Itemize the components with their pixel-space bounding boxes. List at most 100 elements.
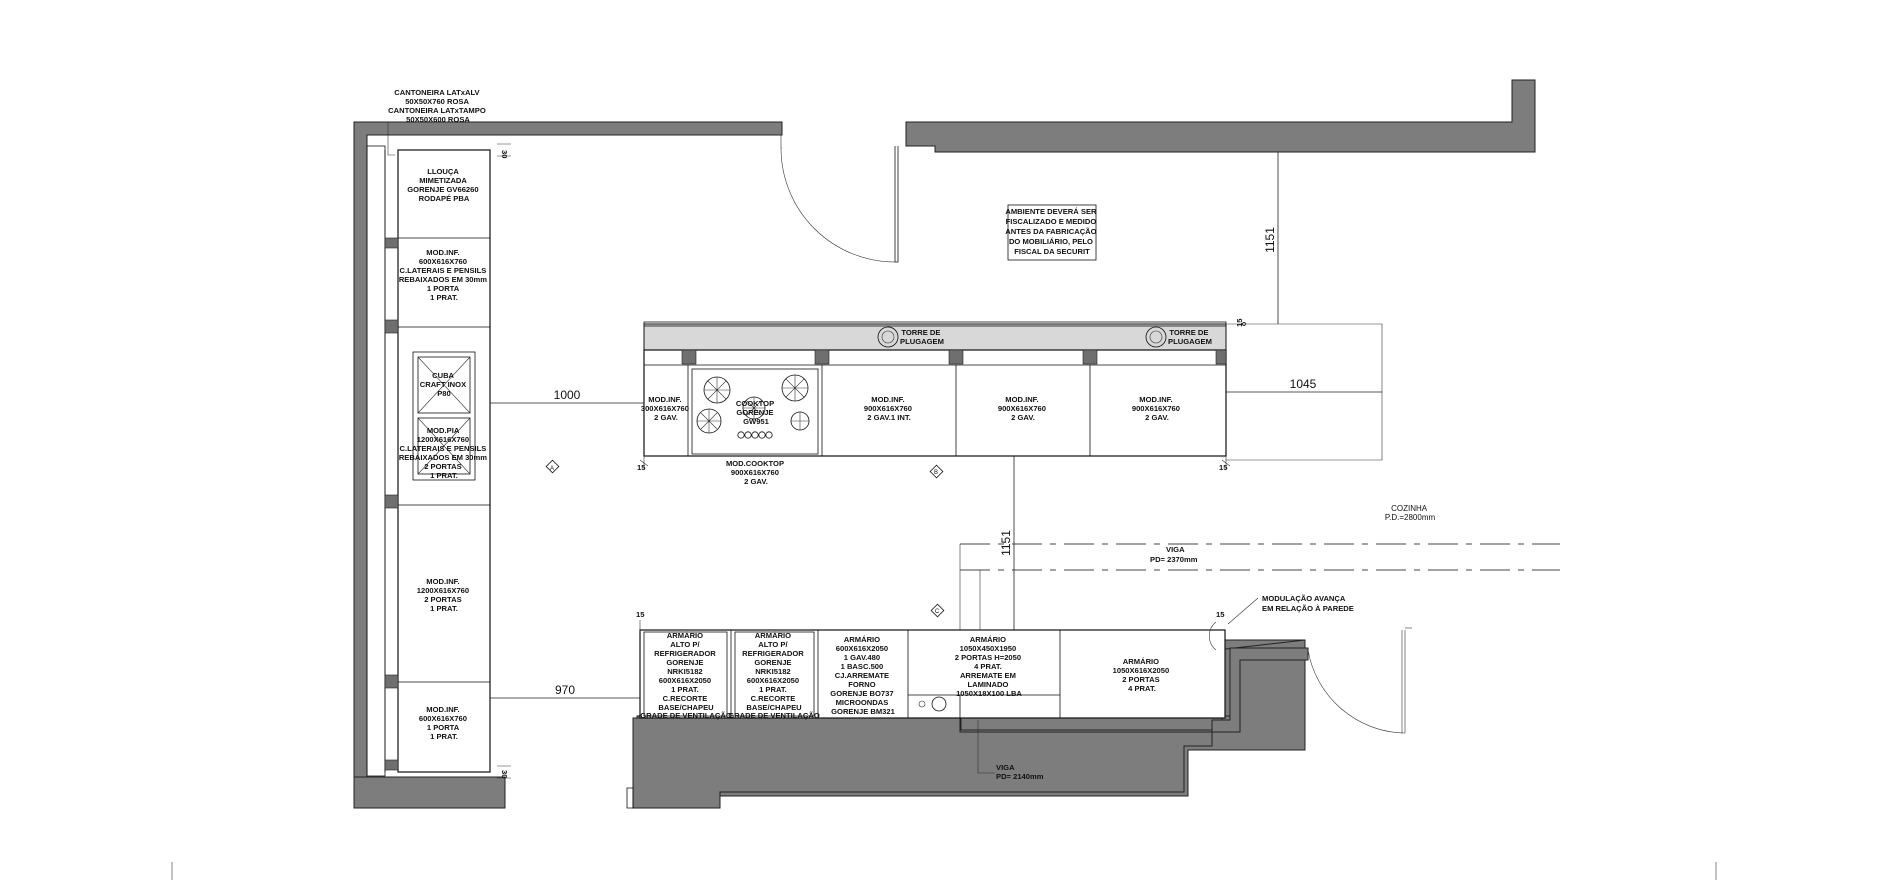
label-line: ALTO P/ [670,640,700,649]
label-line: MOD.INF. [1005,395,1038,404]
label-line: MICROONDAS [836,698,889,707]
left-plinth-5 [384,759,399,771]
island-tower-strip [643,323,1227,351]
label-line: GORENJE BO737 [830,689,893,698]
angle-note-line: CANTONEIRA LATxTAMPO [388,106,486,115]
label-line: REFRIGERADOR [742,649,804,658]
beam-left-edge [959,544,981,630]
room-label: COZINHA P.D.=2800mm [1385,504,1436,522]
dim-1151-top: 1151 [1263,227,1277,253]
label-line: RODAPÉ PBA [419,194,470,203]
dim-15-b: 15 [637,463,646,472]
label-line: 2 GAV. [654,413,678,422]
island: TORRE DE PLUGAGEM TORRE DE PLUGAGEM MOD.… [641,321,1383,486]
note-line: DO MOBILIÁRIO, PELO [1009,237,1093,246]
dim-1000: 1000 [554,388,581,402]
label-line: NRKI5182 [755,667,790,676]
label-line: 2 GAV.1 INT. [867,413,910,422]
label-line: MOD.INF. [1139,395,1172,404]
island-dividers [644,364,1226,456]
label-line: 4 PRAT. [1128,684,1156,693]
island-plinth-5 [1215,349,1227,365]
left-plinth-4 [384,674,399,689]
label-line: 1 PRAT. [430,732,458,741]
room-height: P.D.=2800mm [1385,513,1436,522]
label-line: 600X616X760 [419,257,467,266]
label-line: 1050X18X100 LBA [956,689,1022,698]
dimensions: 1000 970 1045 1151 1151 15 15 15 15 15 [490,152,1382,699]
section-markers: A B C [545,459,945,618]
label-line: 2 PORTAS [424,462,461,471]
label-island-mod-900-c: MOD.INF. 900X616X760 2 GAV. [1132,395,1182,422]
label-grade-2: GRADE DE VENTILAÇÃO [728,711,820,720]
angle-note-line: 50X50X760 ROSA [405,97,469,106]
label-left-mod-inf-3: MOD.INF. 600X616X760 1 PORTA 1 PRAT. [419,705,469,741]
label-line: GORENJE [666,658,703,667]
label-line: 1050X450X1950 [960,644,1017,653]
label-grade-1: GRADE DE VENTILAÇÃO [640,711,732,720]
left-run: CANTONEIRA LATxALV 50X50X760 ROSA CANTON… [366,88,511,778]
label-island-mod-300: MOD.INF. 300X616X760 2 GAV. [641,395,691,422]
beam-2-leader [977,720,995,774]
label-lavalouca: LLOUÇA MIMETIZADA GORENJE GV66260 RODAPÉ… [407,167,480,203]
marker-c-icon [930,603,945,618]
note-line: AMBIENTE DEVERÁ SER [1005,207,1097,216]
note-modulacao: MODULAÇÃO AVANÇA EM RELAÇÃO À PAREDE [1262,594,1354,613]
label-line: 1200X616X760 [417,586,469,595]
label-line: MOD.INF. [871,395,904,404]
label-line: PD= 2370mm [1150,555,1198,564]
label-armario-3: ARMÁRIO 600X616X2050 1 GAV.480 1 BASC.50… [830,635,895,716]
outlet-small-icon [918,700,926,708]
label-line: 600X616X2050 [747,676,799,685]
left-plinth-3 [384,494,399,509]
label-line: 1 PRAT. [759,685,787,694]
tower-socket-2-icon [1145,326,1167,348]
label-line: MIMETIZADA [419,176,467,185]
label-viga-2: VIGA PD= 2140mm [996,763,1044,781]
label-line: 1 PRAT. [430,293,458,302]
label-line: CRAFT INOX [420,380,466,389]
door-top-jamb [894,146,899,263]
label-mod-pia: MOD.PIA 1200X616X760 C.LATERAIS E PENSIL… [399,426,489,480]
label-line: 4 PRAT. [974,662,1002,671]
dim-15-a: 15 [1235,318,1244,327]
bottom-run-body [639,629,1226,719]
door-right-leaf [1401,630,1406,734]
label-left-mod-inf-2: MOD.INF. 1200X616X760 2 PORTAS 1 PRAT. [417,577,472,613]
label-line: 600X616X760 [419,714,467,723]
label-line: LAMINADO [967,680,1008,689]
dim-15-c-ticks [1221,456,1231,470]
label-line: ARMÁRIO [667,631,703,640]
angle-leader [387,122,395,156]
label-line: 1050X616X2050 [1113,666,1170,675]
label-armario-1: ARMÁRIO ALTO P/ REFRIGERADOR GORENJE NRK… [654,631,718,712]
label-line: 900X616X760 [998,404,1046,413]
label-line: 1 PRAT. [430,471,458,480]
angle-note-line: 50X50X600 ROSA [406,115,470,124]
label-line: 1 GAV.480 [844,653,880,662]
label-line: PLUGAGEM [1168,337,1212,346]
doors [780,135,1412,734]
label-line: ALTO P/ [758,640,788,649]
label-line: 1200X616X760 [417,435,469,444]
label-mod-cooktop: MOD.COOKTOP 900X616X760 2 GAV. [726,459,786,486]
cooktop-frame [691,368,819,455]
label-line: VIGA [996,763,1015,772]
beams: VIGA PD= 2370mm VIGA PD= 2140mm [959,543,1560,781]
label-line: MOD.INF. [426,248,459,257]
label-line: 2 PORTAS H=2050 [955,653,1021,662]
door-right-arc [1307,649,1404,734]
dim-15-b-ticks [639,456,649,470]
wall-stub [626,787,634,809]
wall-bottom-slab [632,647,1309,809]
left-plinth-1 [384,237,399,249]
label-line: 1 BASC.500 [841,662,884,671]
label-line: PD= 2140mm [996,772,1044,781]
label-line: TORRE DE [901,328,940,337]
note-line: FISCAL DA SECURIT [1014,247,1090,256]
notes: AMBIENTE DEVERÁ SER FISCALIZADO E MEDIDO… [1005,204,1436,625]
dim-15-e-arc [1209,621,1217,651]
tower-socket-1-inner [881,330,895,344]
dim-15-c: 15 [1219,463,1228,472]
